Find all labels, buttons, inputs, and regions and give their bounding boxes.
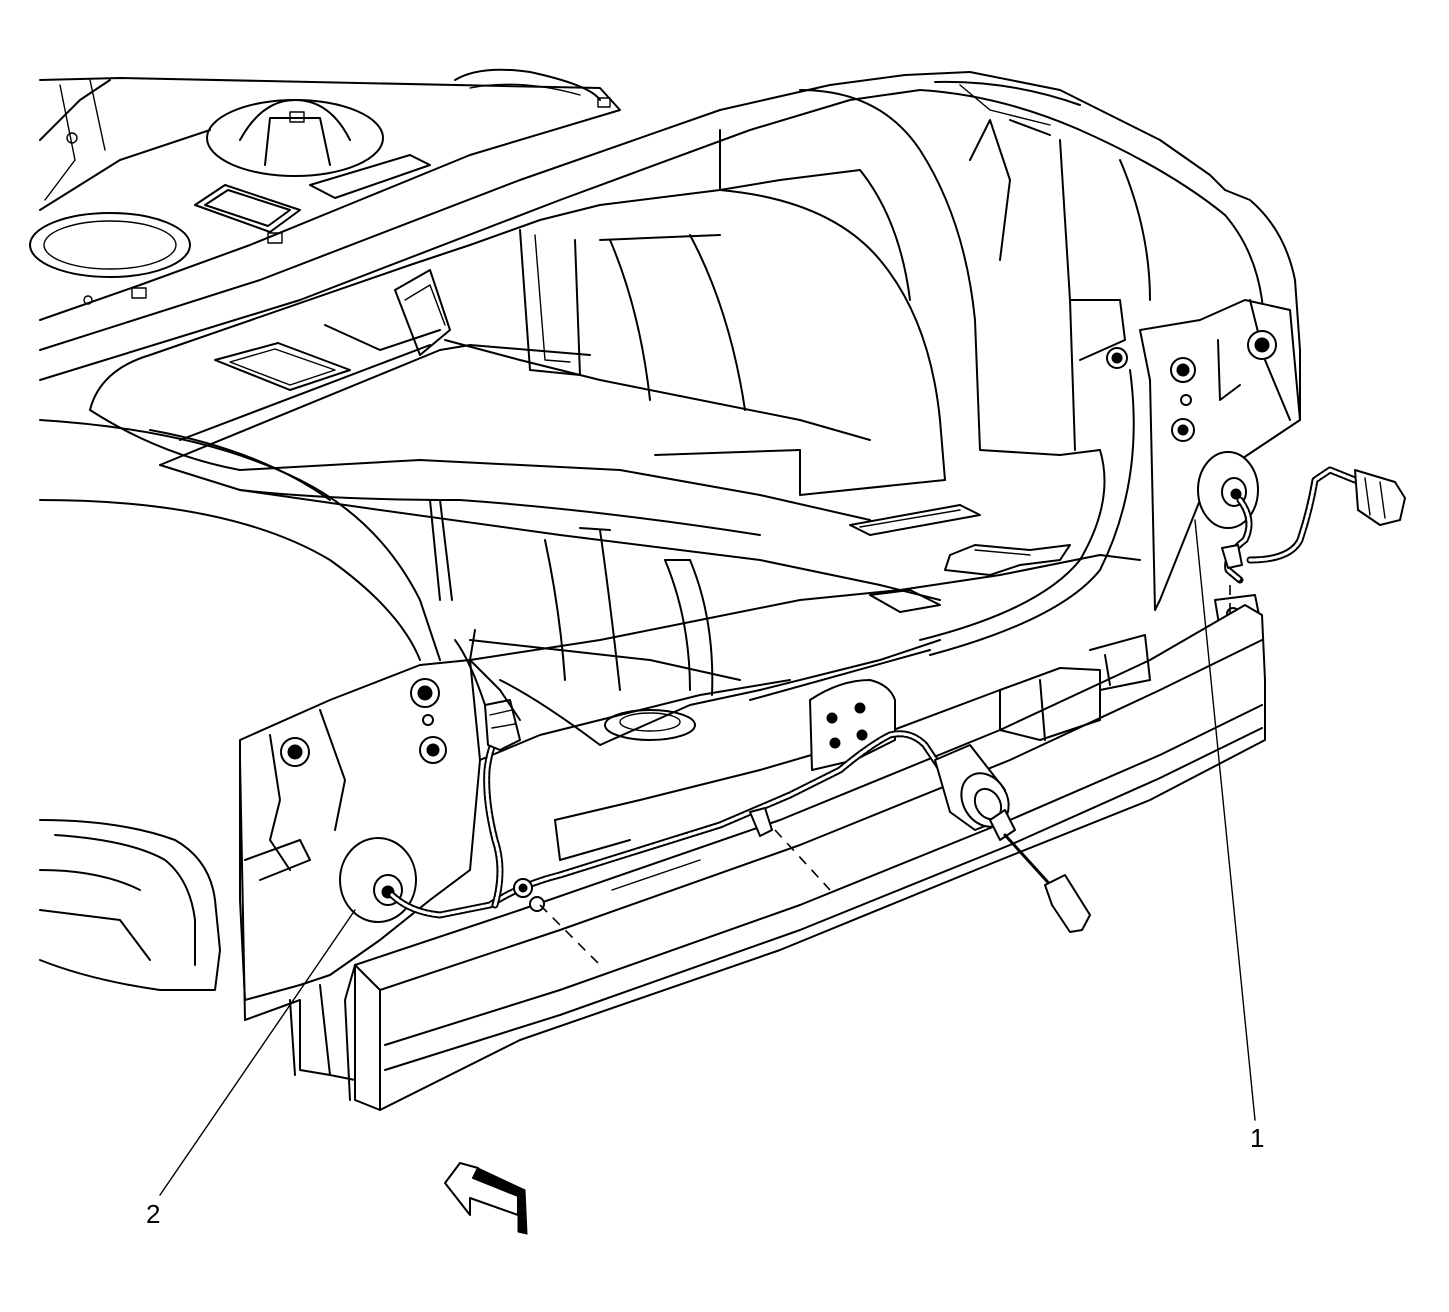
right-rear-panel	[1106, 299, 1301, 631]
trunk-opening	[39, 71, 1301, 421]
callout-label-2: 2	[146, 1199, 161, 1229]
package-shelf	[29, 68, 621, 321]
assembly-guides	[539, 585, 1231, 966]
callout-label-1: 1	[1250, 1123, 1265, 1153]
wiring-harness	[388, 466, 1406, 933]
leader-lines	[159, 519, 1256, 1196]
leader-line-1	[1194, 519, 1256, 1121]
leader-line-2	[159, 909, 356, 1196]
view-direction-arrow	[444, 1162, 528, 1235]
left-rear-panel	[39, 659, 481, 1076]
trunk-cavity	[39, 89, 1151, 746]
